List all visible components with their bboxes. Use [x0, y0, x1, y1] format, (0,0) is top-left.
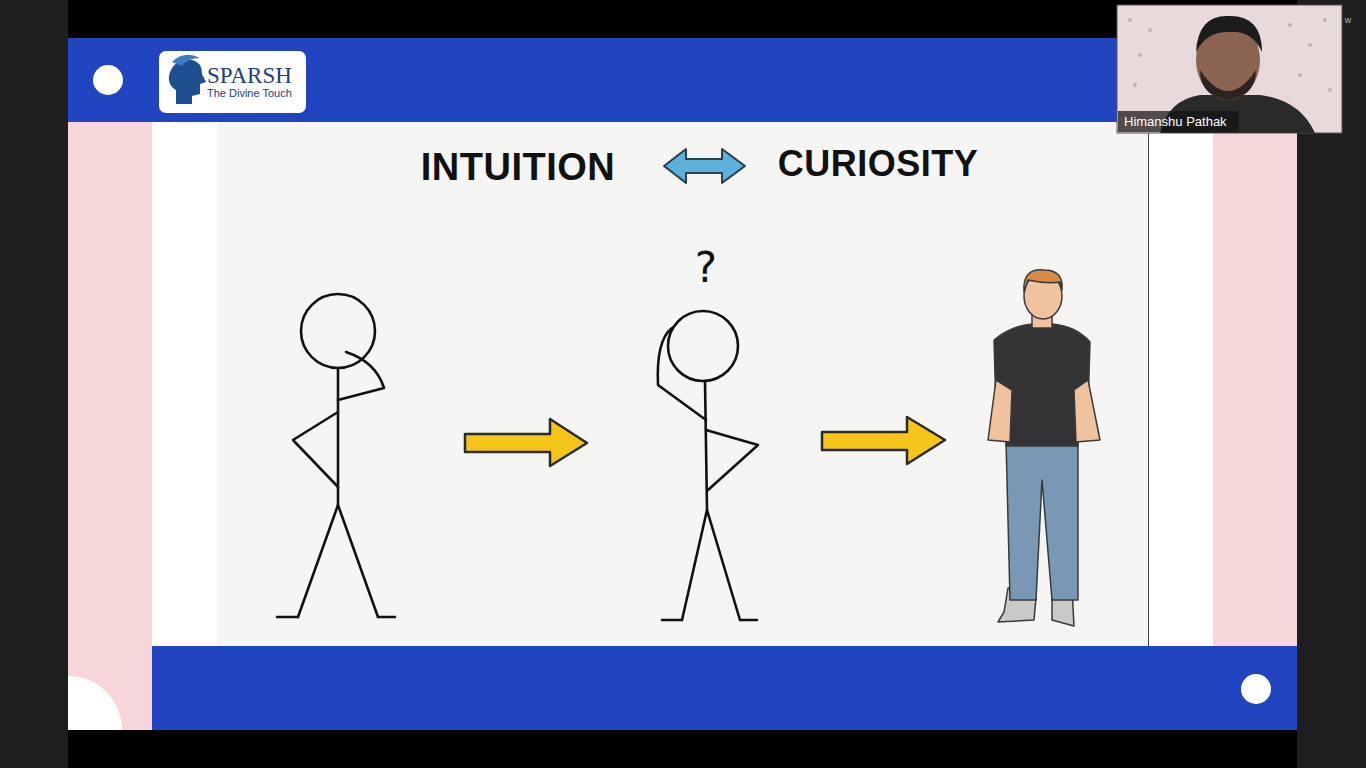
- toolbar-text: w: [1345, 16, 1352, 26]
- logo-box: SPARSHThe Divine Touch: [159, 51, 306, 113]
- question-mark: ?: [695, 245, 717, 291]
- concept-word: CURIOSITY: [778, 144, 979, 184]
- name-tag: Himanshu Pathak: [1118, 111, 1239, 132]
- logo-tagline: The Divine Touch: [207, 88, 292, 99]
- participant-name: Himanshu Pathak: [1124, 111, 1233, 132]
- logo-title: SPARSH: [207, 64, 292, 87]
- concept-word: INTUITION: [421, 147, 615, 189]
